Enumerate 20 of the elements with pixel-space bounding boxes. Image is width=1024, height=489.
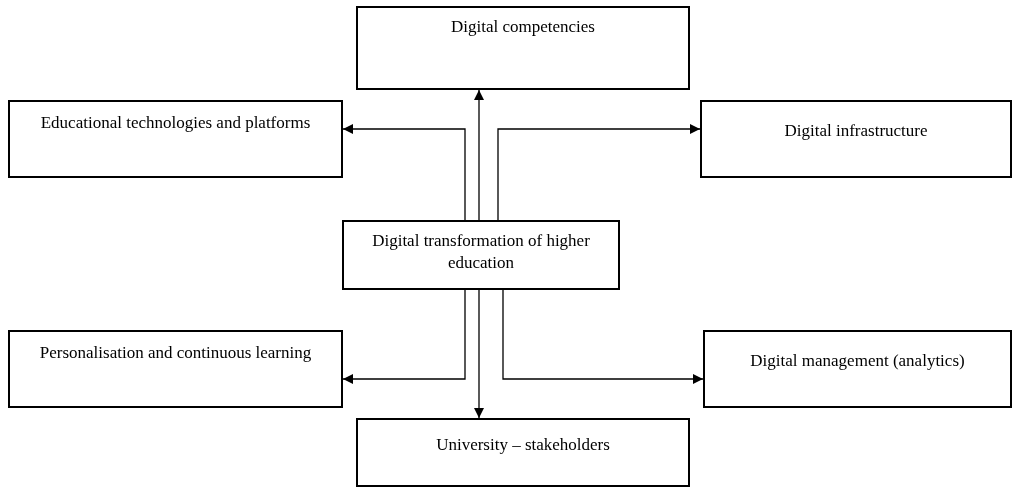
text-box: [342, 220, 620, 290]
box-label: University – stakeholders: [435, 434, 611, 456]
arrow: [497, 124, 701, 221]
arrow: [502, 289, 704, 384]
arrow: [342, 289, 466, 384]
text-box: [356, 6, 690, 90]
text-box: [8, 330, 343, 408]
text-box: [703, 330, 1012, 408]
box-label: Digital infrastructure: [783, 120, 929, 142]
arrow: [474, 289, 484, 419]
text-box: [356, 418, 690, 487]
box-label: Digital management (analytics): [749, 350, 966, 372]
box-label: Digital transformation of higher education: [371, 230, 591, 274]
text-box: [8, 100, 343, 178]
box-label: Personalisation and continuous learning: [38, 342, 313, 364]
arrow: [342, 124, 466, 221]
text-box: [700, 100, 1012, 178]
box-label: Educational technologies and platforms: [39, 112, 312, 134]
arrow: [474, 89, 484, 221]
box-label: Digital competencies: [450, 16, 596, 38]
